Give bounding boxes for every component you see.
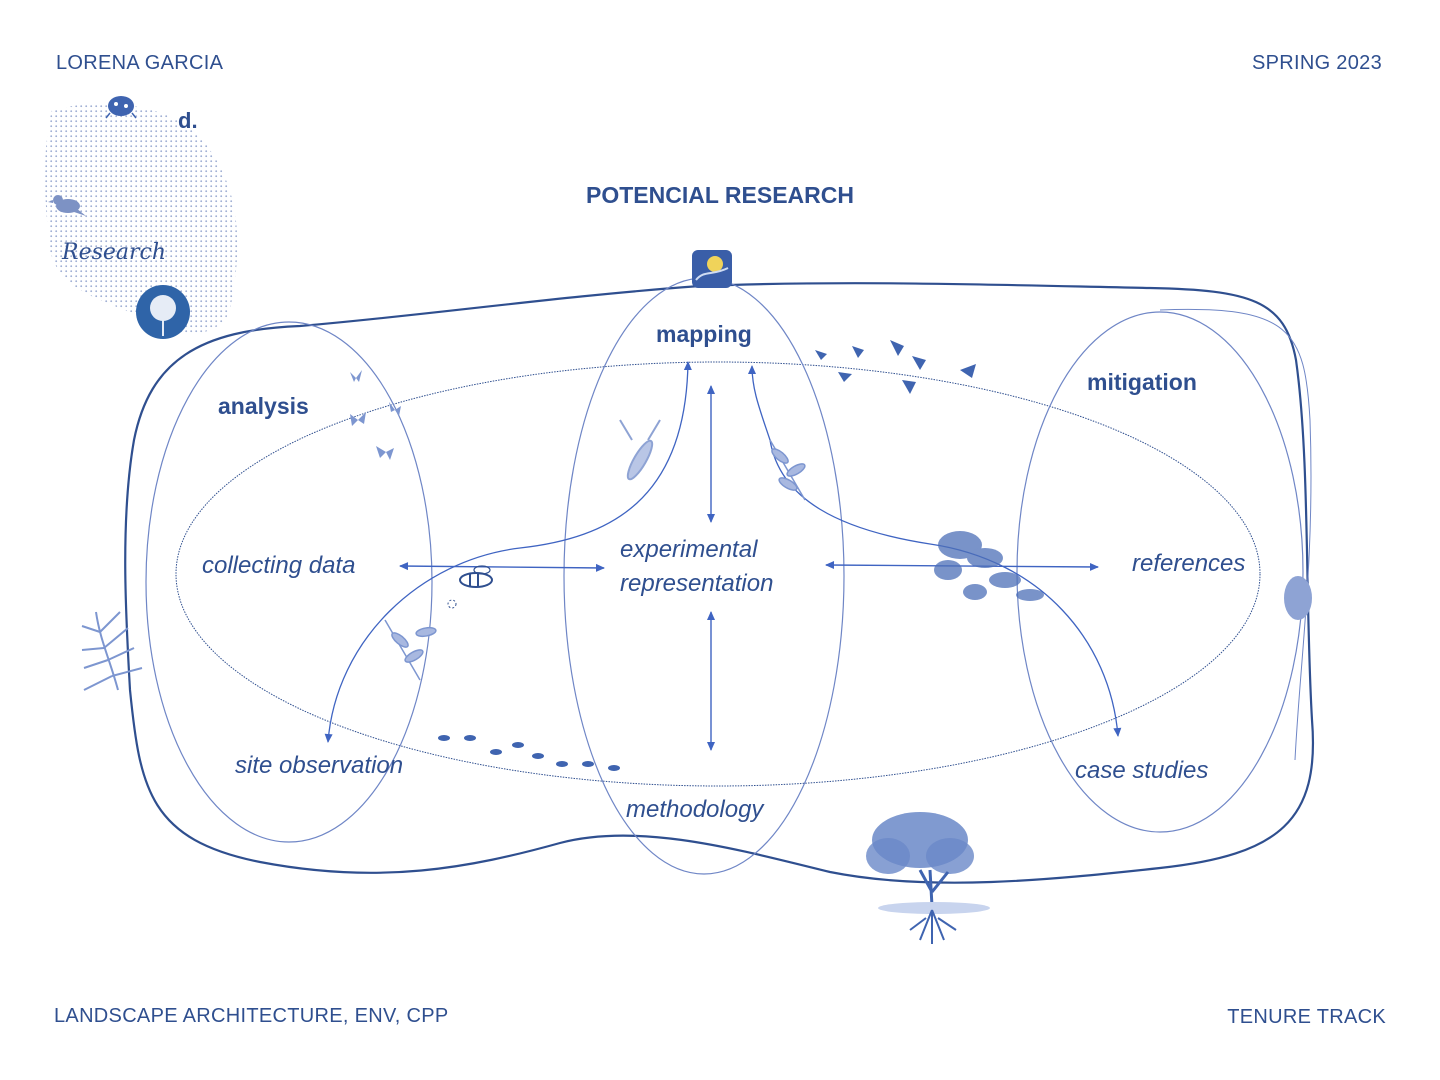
beetle-larva-icon: [619, 419, 661, 481]
leafy-branch-icon: [384, 619, 437, 681]
node-experimental-line1: experimental: [620, 536, 758, 563]
bird-icon: [48, 195, 86, 216]
author-name: LORENA GARCIA: [56, 52, 224, 74]
department-label: LANDSCAPE ARCHITECTURE, ENV, CPP: [54, 1005, 449, 1027]
node-site-observation: site observation: [235, 752, 404, 779]
track-label: TENURE TRACK: [1227, 1006, 1386, 1028]
research-badge: [45, 96, 238, 339]
butterfly-icon: [350, 370, 401, 460]
node-experimental-line2: representation: [620, 570, 774, 597]
node-mapping: mapping: [656, 321, 752, 347]
arrow-experimental-references: [825, 561, 1099, 571]
outer-boundary-echo: [1159, 308, 1312, 761]
seedpod-icon: [1284, 576, 1312, 620]
fern-icon: [81, 611, 143, 691]
badge-label: Research: [62, 240, 167, 265]
leaf-cluster-icon: [934, 531, 1044, 601]
map-image-icon: [692, 250, 732, 288]
central-ellipse: [175, 361, 1261, 787]
birds-flock-icon: [815, 340, 976, 394]
node-mitigation: mitigation: [1087, 369, 1197, 395]
arrow-collecting-experimental: [399, 562, 605, 572]
diagram-title: POTENCIAL RESEARCH: [586, 182, 854, 208]
curve-case-to-mapping: [748, 365, 1122, 737]
curve-site-to-mapping: [324, 361, 692, 743]
node-collecting-data: collecting data: [202, 552, 356, 579]
tree-icon: [866, 812, 990, 944]
dandelion-icon: [136, 285, 190, 339]
node-methodology: methodology: [626, 796, 764, 823]
node-case-studies: case studies: [1075, 757, 1209, 784]
node-analysis: analysis: [218, 393, 309, 419]
outer-boundary: [124, 282, 1315, 884]
ants-icon: [438, 735, 620, 771]
term-label: SPRING 2023: [1251, 52, 1382, 74]
badge-letter: d.: [178, 108, 198, 133]
beetle-icon: [105, 96, 137, 119]
node-references: references: [1132, 550, 1246, 577]
leafy-branch-icon: [769, 439, 806, 501]
bee-icon: [447, 565, 493, 609]
